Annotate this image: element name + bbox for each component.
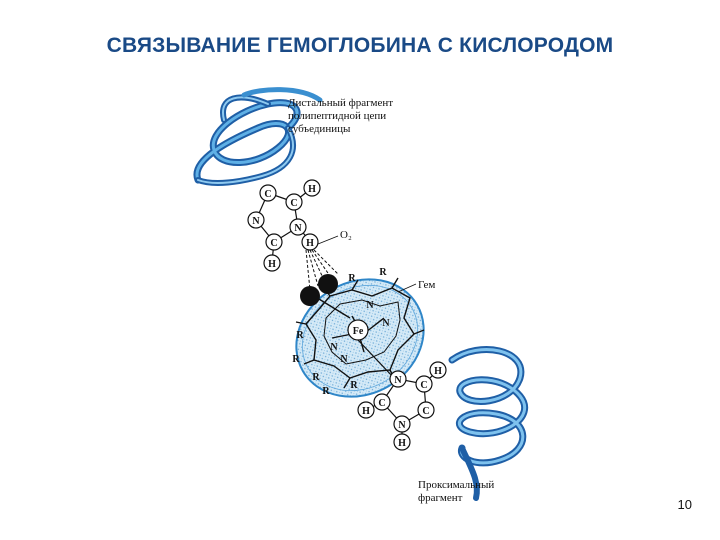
iron-center: Fe xyxy=(347,319,369,341)
pyrrole-nitrogen: N xyxy=(382,318,390,329)
atom-label: N xyxy=(252,216,260,227)
r-group-label: R xyxy=(292,354,300,365)
page-number: 10 xyxy=(677,497,692,512)
atom-label: C xyxy=(422,406,429,417)
r-groups: R R R R R R R xyxy=(292,267,387,397)
heme-label: Гем xyxy=(418,279,435,291)
atom-label: H xyxy=(362,406,370,417)
diagram-labels: Дистальный фрагмент полипептидной цепи с… xyxy=(288,97,494,504)
porphyrin-nitrogens: N N N N xyxy=(330,300,390,365)
atom-label: C xyxy=(420,380,427,391)
r-group-label: R xyxy=(312,372,320,383)
iron-label: Fe xyxy=(353,326,364,337)
oxygen-molecule xyxy=(300,274,351,319)
proximal-histidine-atoms: N C H C C H N H xyxy=(357,361,447,451)
proximal-fragment-label: фрагмент xyxy=(418,492,463,504)
atom-label: C xyxy=(264,189,271,200)
oxygen-label: O₂ xyxy=(340,229,352,241)
atom-label: C xyxy=(270,238,277,249)
distal-histidine-atoms: C H C N N C H H xyxy=(247,179,321,272)
atom-label: H xyxy=(268,259,276,270)
distal-helix xyxy=(193,87,323,186)
r-group-label: R xyxy=(296,330,304,341)
atom-label: H xyxy=(306,238,314,249)
atom-label: N xyxy=(394,375,402,386)
proximal-helix xyxy=(448,346,529,501)
atom-label: C xyxy=(378,398,385,409)
atom-label: N xyxy=(294,223,302,234)
atom-label: H xyxy=(398,438,406,449)
distal-fragment-label: субъединицы xyxy=(288,123,351,135)
oxygen-pointer xyxy=(317,235,339,245)
heme-pointer xyxy=(397,283,417,293)
proximal-fragment-label: Проксимальный xyxy=(418,479,494,491)
r-group-label: R xyxy=(322,386,330,397)
distal-fragment-label: полипептидной цепи xyxy=(288,110,386,122)
r-group-label: R xyxy=(348,273,356,284)
r-group-label: R xyxy=(379,267,387,278)
slide-title: СВЯЗЫВАНИЕ ГЕМОГЛОБИНА С КИСЛОРОДОМ xyxy=(106,34,614,57)
distal-fragment-label: Дистальный фрагмент xyxy=(288,97,393,109)
atom-label: N xyxy=(398,420,406,431)
atom-label: C xyxy=(290,198,297,209)
atom-label: H xyxy=(308,184,316,195)
r-group-label: R xyxy=(350,380,358,391)
hydrogen-bonds xyxy=(305,249,339,291)
pyrrole-nitrogen: N xyxy=(340,354,348,365)
pyrrole-nitrogen: N xyxy=(330,342,338,353)
atom-label: H xyxy=(434,366,442,377)
pyrrole-nitrogen: N xyxy=(366,300,374,311)
